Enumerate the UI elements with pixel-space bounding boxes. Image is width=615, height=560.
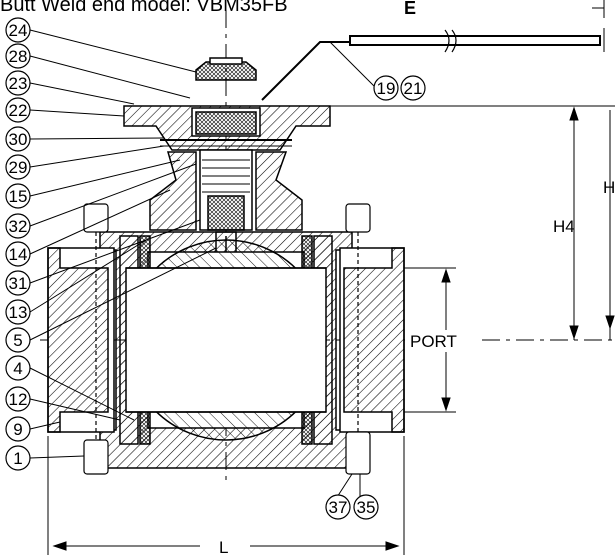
callout-number: 37 [329, 498, 348, 517]
callout-1: 1 [5, 445, 31, 471]
dimension-e-label: E [404, 0, 417, 18]
top-flange [123, 105, 331, 151]
stem-nut [195, 57, 257, 81]
body-bolts [83, 203, 371, 475]
callout-37: 37 [325, 494, 351, 520]
callout-number: 30 [9, 130, 28, 149]
callout-number: 4 [13, 359, 22, 378]
callout-number: 14 [9, 245, 28, 264]
callout-35: 35 [353, 494, 379, 520]
callout-9: 9 [5, 416, 31, 442]
callout-number: 31 [9, 274, 28, 293]
callout-22: 22 [5, 97, 31, 123]
callout-19: 19 [373, 75, 399, 101]
dim-l-label: L [219, 538, 228, 555]
leader-lines [29, 29, 377, 509]
dimension-labels: H4 H PORT L [219, 178, 615, 557]
callout-number: 23 [9, 74, 28, 93]
dim-h4-label: H4 [553, 217, 575, 236]
callout-15: 15 [5, 183, 31, 209]
dim-port-label: PORT [410, 332, 457, 351]
callout-number: 5 [13, 331, 22, 350]
ball [125, 239, 327, 441]
bottom-callouts: 37 35 [325, 494, 379, 520]
callout-number: 32 [9, 217, 28, 236]
callout-12: 12 [5, 386, 31, 412]
dim-h-label: H [603, 178, 615, 197]
callout-14: 14 [5, 241, 31, 267]
callout-number: 9 [13, 420, 22, 439]
callout-31: 31 [5, 270, 31, 296]
callout-number: 35 [357, 498, 376, 517]
callout-number: 29 [9, 158, 28, 177]
handle-lever [261, 0, 605, 101]
callout-23: 23 [5, 70, 31, 96]
callout-number: 1 [13, 449, 22, 468]
callout-number: 13 [9, 303, 28, 322]
callout-number: 24 [9, 21, 28, 40]
drawing-title: Butt Weld end model: VBM35FB [0, 0, 288, 16]
callout-24: 24 [5, 17, 31, 43]
callout-32: 32 [5, 213, 31, 239]
callout-21: 21 [400, 75, 426, 101]
dimension-lines [47, 105, 615, 555]
callout-number: 19 [377, 79, 396, 98]
callout-5: 5 [5, 327, 31, 353]
callout-30: 30 [5, 126, 31, 152]
callout-number: 22 [9, 101, 28, 120]
callout-28: 28 [5, 43, 31, 69]
callout-number: 15 [9, 187, 28, 206]
callout-4: 4 [5, 355, 31, 381]
callout-number: 12 [9, 390, 28, 409]
callout-29: 29 [5, 154, 31, 180]
handle-callouts: 19 21 [373, 75, 426, 101]
callout-number: 28 [9, 47, 28, 66]
callout-number: 21 [404, 79, 423, 98]
callout-13: 13 [5, 299, 31, 325]
part-callouts: 24 28 23 22 30 29 15 32 14 31 13 5 4 12 … [5, 17, 31, 471]
